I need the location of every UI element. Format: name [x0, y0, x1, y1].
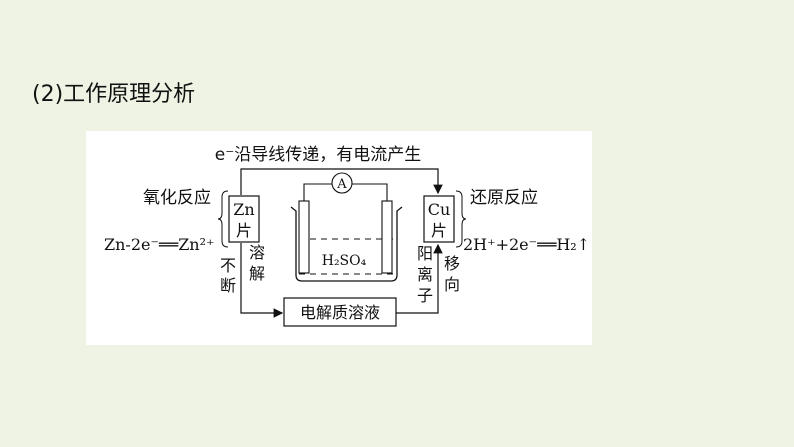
cation-char-2: 离	[417, 265, 433, 284]
zn-label: Zn	[233, 200, 254, 219]
zn-to-solution-arrow	[240, 243, 284, 318]
zn-electrode-box	[228, 195, 260, 243]
zn-rod	[298, 200, 310, 274]
h-half-equation: 2H⁺+2e⁻══H₂↑	[463, 235, 590, 254]
external-wire	[240, 168, 443, 195]
ammeter-icon	[331, 172, 353, 194]
zn-half-equation: Zn-2e⁻══Zn²⁺	[104, 235, 214, 254]
cu-pian-label: 片	[431, 221, 447, 240]
electrolyte-label: H₂SO₄	[322, 253, 367, 269]
cation-char-1: 阳	[417, 244, 433, 263]
beaker	[290, 206, 403, 282]
migrate-char-1: 移	[444, 254, 460, 273]
right-brace	[455, 190, 467, 248]
zn-pian-label: 片	[236, 221, 252, 240]
section-heading: (2)工作原理分析	[32, 82, 196, 107]
ammeter-wire-left	[303, 183, 332, 201]
continuous-char-1: 不	[220, 256, 236, 275]
solution-box-label: 电解质溶液	[300, 303, 380, 322]
dissolve-char-1: 溶	[249, 243, 265, 262]
continuous-char-2: 断	[220, 276, 236, 295]
oxidation-label: 氧化反应	[143, 188, 211, 208]
cation-char-3: 子	[417, 286, 433, 305]
cu-electrode-box	[423, 195, 455, 243]
solution-level	[299, 238, 394, 275]
left-brace	[217, 190, 229, 248]
cu-rod	[381, 200, 393, 274]
reduction-label: 还原反应	[470, 188, 538, 208]
migrate-char-2: 向	[444, 275, 460, 294]
diagram-panel: e⁻沿导线传递，有电流产生 Zn 片 Cu 片 氧化反应 Zn-2e⁻══Zn²…	[86, 131, 592, 345]
ammeter-wire-right	[352, 183, 388, 201]
galvanic-cell-diagram: e⁻沿导线传递，有电流产生 Zn 片 Cu 片 氧化反应 Zn-2e⁻══Zn²…	[104, 145, 590, 327]
electron-flow-label: e⁻沿导线传递，有电流产生	[215, 145, 421, 165]
solution-to-cu-arrow	[396, 243, 443, 314]
cu-label: Cu	[428, 200, 451, 219]
dissolve-char-2: 解	[249, 264, 265, 283]
solution-box	[283, 297, 397, 327]
ammeter-label: A	[336, 177, 347, 192]
